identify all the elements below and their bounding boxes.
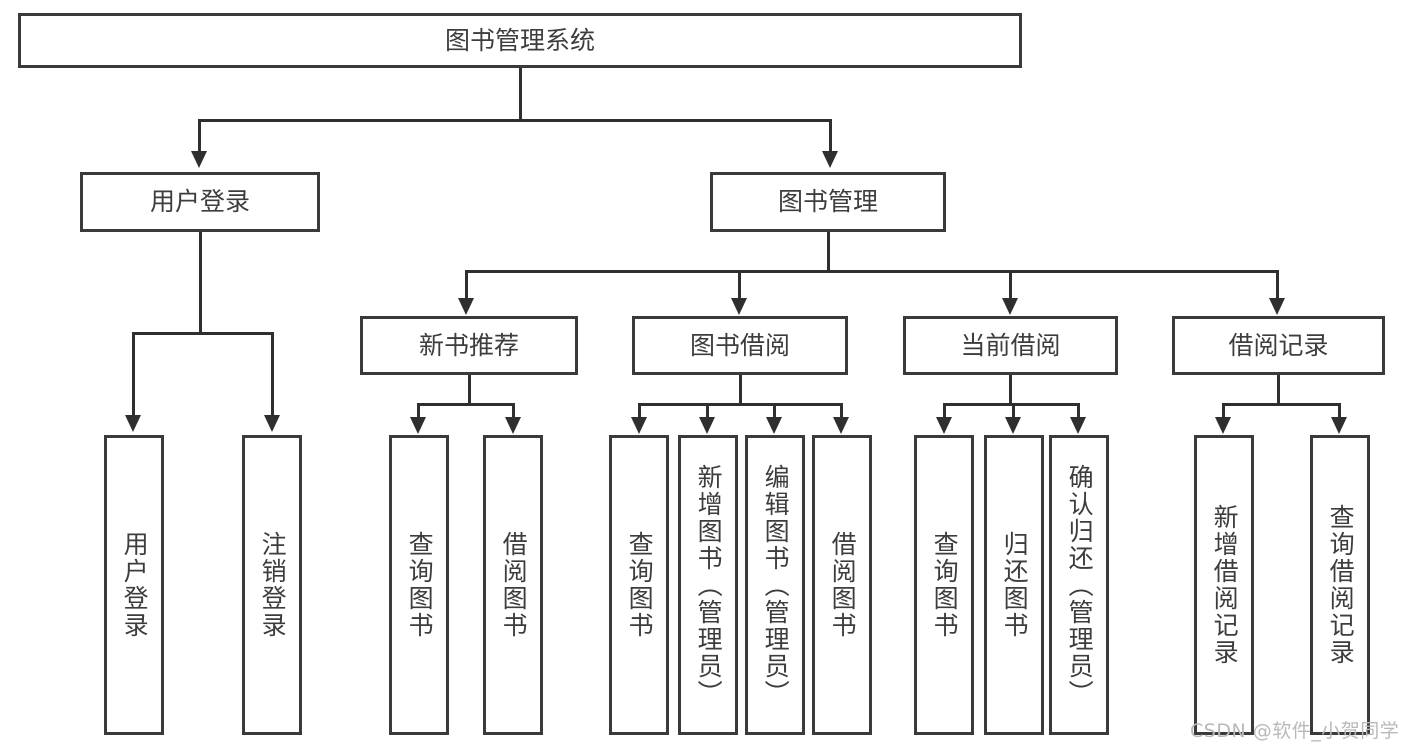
leaf-label: 查询借阅记录 [1326, 504, 1356, 666]
edge-user-login-to-leaf-0 [132, 332, 135, 417]
arrowhead-current-borrow-leaf-0 [936, 417, 952, 434]
edge-book-manage-to-l3-0 [465, 270, 468, 300]
node-user-login[interactable]: 用户登录 [80, 172, 320, 232]
arrowhead-l3-borrow-record [1269, 298, 1285, 315]
edge-root-stem [519, 68, 522, 120]
arrowhead-book-borrow-leaf-0 [631, 417, 647, 434]
leaf-label: 确认归还（管理员） [1065, 463, 1095, 707]
arrowhead-book-borrow-leaf-1 [699, 417, 715, 434]
edge-book-borrow-to-leaf-2 [773, 403, 776, 419]
edge-book-borrow-to-leaf-1 [706, 403, 709, 419]
node-root-system[interactable]: 图书管理系统 [18, 13, 1022, 68]
edge-user-login-to-leaf-1 [271, 332, 274, 417]
edge-current-borrow-to-leaf-1 [1012, 403, 1015, 419]
leaf-label: 注销登录 [258, 531, 288, 639]
edge-borrow-record-to-leaf-0 [1222, 403, 1225, 419]
arrowhead-borrow-record-leaf-0 [1215, 417, 1231, 434]
edge-book-manage-to-l3-1 [738, 270, 741, 300]
leaf-current-borrow-query-book[interactable]: 查询图书 [914, 435, 974, 735]
node-label: 当前借阅 [960, 330, 1061, 360]
edge-book-manage-stem [827, 232, 830, 272]
edge-book-borrow-bus [638, 403, 843, 406]
edge-book-borrow-to-leaf-0 [638, 403, 641, 419]
arrowhead-new-book-leaf-0 [410, 417, 426, 434]
leaf-book-borrow-borrow-book[interactable]: 借阅图书 [812, 435, 872, 735]
arrowhead-user-login [191, 151, 207, 168]
edge-borrow-record-to-leaf-1 [1338, 403, 1341, 419]
leaf-new-book-borrow-book[interactable]: 借阅图书 [483, 435, 543, 735]
arrowhead-book-borrow-leaf-2 [766, 417, 782, 434]
edge-book-manage-to-l3-2 [1009, 270, 1012, 300]
node-book-borrow[interactable]: 图书借阅 [632, 316, 848, 375]
edge-current-borrow-to-leaf-2 [1077, 403, 1080, 419]
arrowhead-borrow-record-leaf-1 [1331, 417, 1347, 434]
arrowhead-user-login-leaf-0 [125, 415, 141, 432]
node-label: 图书借阅 [689, 330, 790, 360]
node-label: 图书管理系统 [444, 25, 595, 55]
edge-book-manage-to-l3-3 [1276, 270, 1279, 300]
edge-new-book-bus [417, 403, 515, 406]
arrowhead-current-borrow-leaf-1 [1005, 417, 1021, 434]
edge-root-to-book-manage [829, 119, 832, 153]
leaf-label: 用户登录 [120, 531, 150, 639]
node-book-management[interactable]: 图书管理 [710, 172, 946, 232]
leaf-label: 查询图书 [625, 531, 655, 639]
leaf-borrow-record-add-record[interactable]: 新增借阅记录 [1194, 435, 1254, 735]
edge-new-book-to-leaf-0 [417, 403, 420, 419]
node-label: 用户登录 [149, 187, 250, 217]
edge-borrow-record-stem [1277, 375, 1280, 405]
leaf-label: 归还图书 [1000, 531, 1030, 639]
arrowhead-book-manage [822, 151, 838, 168]
arrowhead-user-login-leaf-1 [264, 415, 280, 432]
leaf-label: 借阅图书 [499, 531, 529, 639]
edge-book-borrow-to-leaf-3 [840, 403, 843, 419]
edge-book-manage-bus [465, 270, 1279, 273]
edge-user-login-stem [199, 232, 202, 333]
edge-root-bus [198, 119, 832, 122]
edge-new-book-stem [468, 375, 471, 405]
leaf-new-book-query-book[interactable]: 查询图书 [389, 435, 449, 735]
edge-current-borrow-stem [1009, 375, 1012, 405]
leaf-label: 借阅图书 [828, 531, 858, 639]
leaf-current-borrow-confirm-return-admin[interactable]: 确认归还（管理员） [1049, 435, 1109, 735]
arrowhead-book-borrow-leaf-3 [833, 417, 849, 434]
edge-root-to-user-login [198, 119, 201, 153]
node-current-borrow[interactable]: 当前借阅 [903, 316, 1118, 375]
node-new-book-recommend[interactable]: 新书推荐 [360, 316, 578, 375]
arrowhead-l3-current-borrow [1002, 298, 1018, 315]
leaf-borrow-record-query-record[interactable]: 查询借阅记录 [1310, 435, 1370, 735]
leaf-current-borrow-return-book[interactable]: 归还图书 [984, 435, 1044, 735]
edge-borrow-record-bus [1222, 403, 1341, 406]
leaf-label: 新增借阅记录 [1210, 504, 1240, 666]
arrowhead-l3-new-book [458, 298, 474, 315]
leaf-user-login[interactable]: 用户登录 [104, 435, 164, 735]
edge-current-borrow-to-leaf-0 [943, 403, 946, 419]
leaf-logout[interactable]: 注销登录 [242, 435, 302, 735]
leaf-label: 查询图书 [405, 531, 435, 639]
arrowhead-l3-book-borrow [731, 298, 747, 315]
edge-new-book-to-leaf-1 [512, 403, 515, 419]
node-label: 借阅记录 [1228, 330, 1329, 360]
node-label: 图书管理 [777, 187, 878, 217]
arrowhead-current-borrow-leaf-2 [1070, 417, 1086, 434]
edge-user-login-bus [132, 332, 274, 335]
edge-book-borrow-stem [739, 375, 742, 405]
arrowhead-new-book-leaf-1 [505, 417, 521, 434]
edge-current-borrow-bus [943, 403, 1080, 406]
leaf-book-borrow-query-book[interactable]: 查询图书 [609, 435, 669, 735]
leaf-label: 新增图书（管理员） [694, 463, 724, 707]
node-borrow-record[interactable]: 借阅记录 [1172, 316, 1385, 375]
leaf-label: 查询图书 [930, 531, 960, 639]
node-label: 新书推荐 [418, 330, 519, 360]
leaf-label: 编辑图书（管理员） [761, 463, 791, 707]
leaf-book-borrow-edit-book-admin[interactable]: 编辑图书（管理员） [745, 435, 805, 735]
leaf-book-borrow-add-book-admin[interactable]: 新增图书（管理员） [678, 435, 738, 735]
